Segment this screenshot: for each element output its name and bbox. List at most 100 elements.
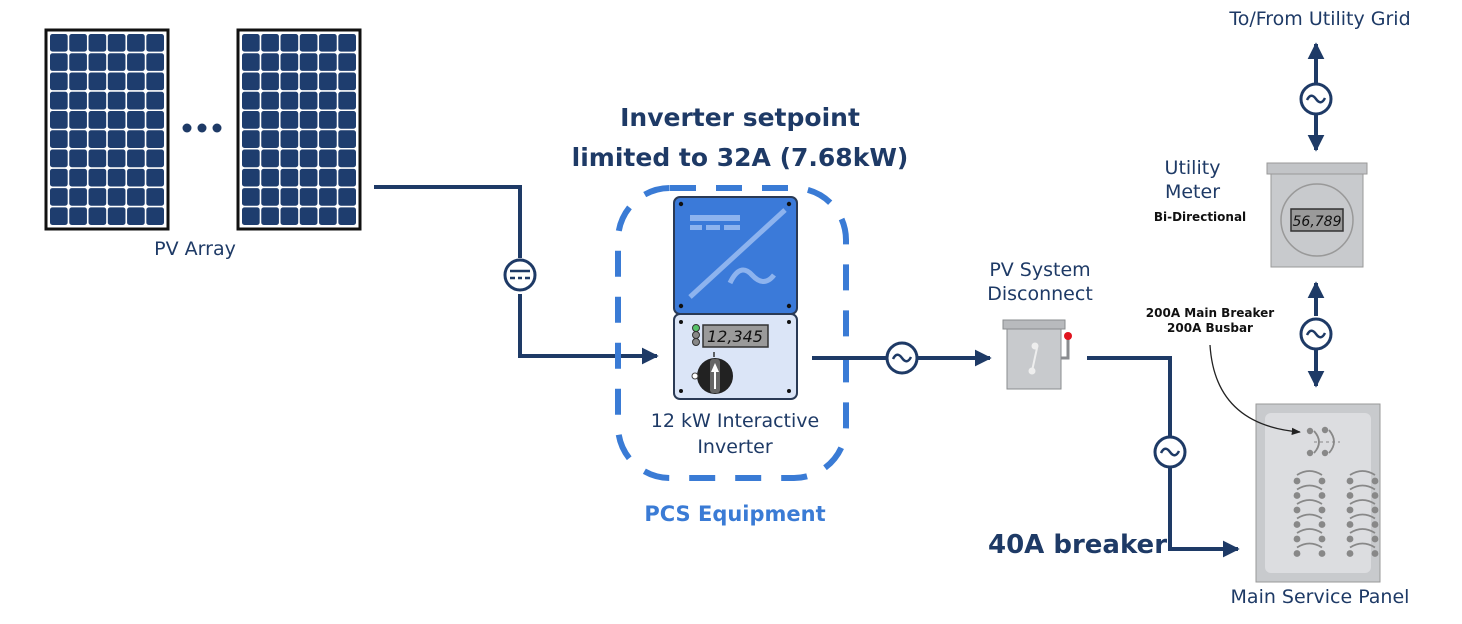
inverter-label-line2: Inverter	[697, 436, 773, 458]
branch-breaker	[1296, 470, 1323, 476]
pv-cell	[319, 168, 337, 187]
pv-cell	[299, 111, 318, 129]
branch-breaker	[1349, 499, 1376, 505]
pv-cell	[338, 34, 356, 52]
pv-cell	[299, 188, 318, 206]
pv-cell	[280, 130, 299, 148]
pv-cell	[146, 168, 164, 187]
pv-cell	[50, 111, 68, 129]
pv-cell	[261, 149, 279, 168]
pv-cell	[299, 149, 318, 168]
pv-cell	[127, 130, 145, 148]
branch-breaker	[1296, 484, 1323, 491]
pv-cell	[107, 188, 126, 206]
utility-meter-label-line2: Meter	[1164, 181, 1221, 203]
branch-breaker	[1349, 470, 1376, 476]
pv-cell	[50, 34, 68, 52]
pv-cell	[146, 72, 164, 91]
dc-wire	[374, 185, 659, 365]
pv-cell	[146, 207, 164, 225]
pv-cell	[88, 111, 107, 129]
pv-cell	[261, 34, 279, 52]
pv-cell	[261, 91, 279, 110]
breaker-terminal	[1371, 506, 1379, 514]
branch-breakers	[1293, 470, 1379, 557]
pv-cell	[261, 111, 279, 129]
pv-cell	[242, 53, 260, 71]
pv-cell	[69, 130, 87, 148]
pv-cell	[107, 34, 126, 52]
pv-cell	[50, 168, 68, 187]
breaker-terminal	[1346, 535, 1354, 543]
breaker-terminal	[1318, 492, 1326, 499]
branch-breaker	[1296, 528, 1323, 534]
disconnect-label-line1: PV System	[989, 259, 1091, 281]
pv-cell	[127, 188, 145, 206]
breaker-terminal	[1318, 477, 1326, 485]
pv-cell	[299, 168, 318, 187]
pv-cell	[280, 34, 299, 52]
pv-cell	[88, 149, 107, 168]
ac-current-icon	[885, 341, 919, 375]
pv-module-1	[44, 28, 170, 231]
setpoint-title-line1: Inverter setpoint	[620, 103, 860, 132]
pv-cell	[88, 168, 107, 187]
pv-cell	[242, 72, 260, 91]
pv-cell	[50, 53, 68, 71]
ellipsis-icon	[182, 123, 222, 133]
handle-red	[1064, 332, 1072, 340]
breaker-terminal	[1318, 506, 1326, 514]
main-service-panel-icon	[1255, 403, 1381, 583]
disconnect-label: PV System Disconnect	[960, 258, 1120, 306]
breaker-terminal	[1293, 521, 1301, 528]
breaker-terminal	[1346, 521, 1354, 528]
breaker-terminal	[1371, 550, 1379, 557]
pv-cell	[146, 149, 164, 168]
pv-cell	[88, 91, 107, 110]
pv-cell	[299, 72, 318, 91]
pv-cell	[280, 207, 299, 225]
pv-cell	[280, 168, 299, 187]
pv-cell	[107, 130, 126, 148]
pv-cell	[107, 53, 126, 71]
pv-cell	[319, 207, 337, 225]
pv-cell	[127, 168, 145, 187]
pv-cell	[299, 130, 318, 148]
breaker-40a-label: 40A breaker	[988, 530, 1168, 560]
pv-cell	[261, 207, 279, 225]
ac-current-icon	[1153, 435, 1187, 469]
pv-cell	[146, 34, 164, 52]
pv-cell	[107, 168, 126, 187]
pv-cell	[280, 188, 299, 206]
breaker-terminal	[1371, 477, 1379, 485]
main-service-panel-label: Main Service Panel	[1230, 586, 1410, 608]
pv-cell	[280, 53, 299, 71]
pv-cell	[338, 149, 356, 168]
pv-cell	[299, 91, 318, 110]
pv-cell	[127, 111, 145, 129]
pv-cell	[242, 149, 260, 168]
pv-cell	[319, 130, 337, 148]
setpoint-title-line2: limited to 32A (7.68kW)	[571, 143, 909, 172]
pv-cell	[280, 149, 299, 168]
pv-cell	[319, 188, 337, 206]
pv-cell	[50, 149, 68, 168]
pv-cell	[338, 130, 356, 148]
pv-cell	[88, 72, 107, 91]
breaker-terminal	[1293, 492, 1301, 499]
pv-cell	[242, 91, 260, 110]
branch-breaker	[1296, 499, 1323, 505]
pv-cell	[50, 91, 68, 110]
busbar-label: 200A Busbar	[1167, 321, 1253, 335]
pv-cell	[88, 207, 107, 225]
pv-cell	[88, 53, 107, 71]
pv-cell	[69, 188, 87, 206]
leader-arrow	[1209, 344, 1301, 435]
pv-cell	[242, 168, 260, 187]
pv-disconnect-icon	[1002, 319, 1072, 390]
disconnect-label-line2: Disconnect	[987, 283, 1093, 305]
pv-cell	[280, 111, 299, 129]
pv-cell	[69, 34, 87, 52]
breaker-terminal	[1346, 550, 1354, 557]
utility-meter-label: Utility Meter	[1145, 156, 1240, 204]
